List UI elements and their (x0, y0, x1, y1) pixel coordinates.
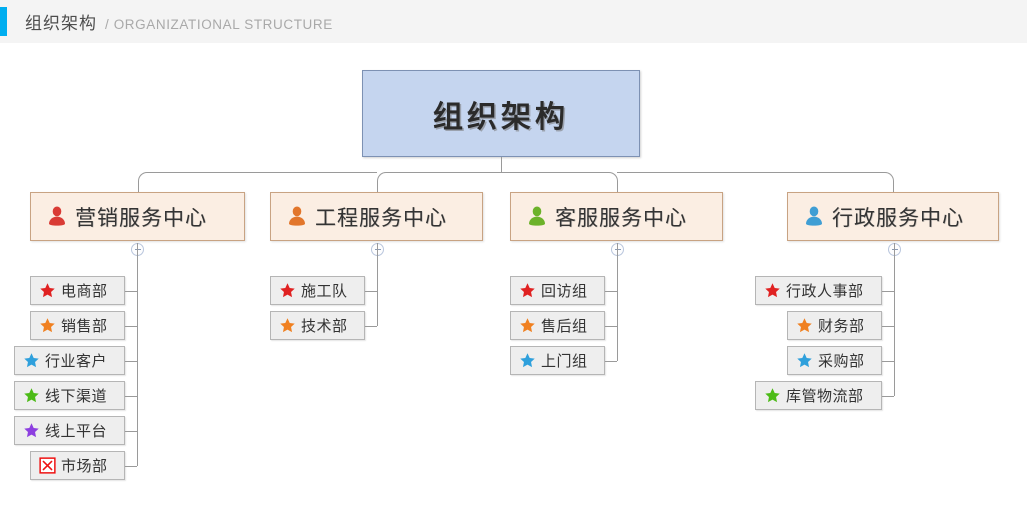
department-node[interactable]: 客服服务中心 (510, 192, 723, 241)
department-node-label: 工程服务中心 (315, 205, 447, 230)
star-icon (280, 318, 295, 333)
connector-line (605, 360, 617, 362)
team-node[interactable]: 库管物流部 (755, 381, 882, 410)
star-icon (24, 388, 39, 403)
team-node[interactable]: 市场部 (30, 451, 125, 480)
connector-line (377, 243, 378, 326)
connector-elbow (884, 172, 894, 193)
connector-line (894, 243, 895, 396)
connector-line (501, 157, 502, 172)
connector-elbow (376, 172, 387, 193)
page-header: 组织架构 / ORGANIZATIONAL STRUCTURE (0, 0, 1027, 43)
star-icon (280, 283, 295, 298)
team-node-label: 采购部 (818, 352, 865, 370)
team-node[interactable]: 行业客户 (14, 346, 125, 375)
department-node[interactable]: 行政服务中心 (787, 192, 999, 241)
team-node-label: 施工队 (301, 282, 348, 300)
star-icon (797, 353, 812, 368)
team-node-label: 市场部 (61, 457, 108, 475)
team-node-label: 行政人事部 (786, 282, 864, 300)
team-node[interactable]: 采购部 (787, 346, 882, 375)
team-node-label: 行业客户 (45, 352, 108, 370)
star-icon (797, 318, 812, 333)
connector-line (882, 395, 894, 397)
person-icon (529, 206, 545, 226)
connector-line (616, 172, 884, 173)
connector-line (125, 325, 137, 327)
team-node-label: 售后组 (541, 317, 588, 335)
department-node-label: 营销服务中心 (75, 205, 207, 230)
star-icon (24, 423, 39, 438)
team-node-label: 线下渠道 (45, 387, 108, 405)
person-icon (806, 206, 822, 226)
department-node[interactable]: 营销服务中心 (30, 192, 245, 241)
org-chart-canvas: 组织架构营销服务中心电商部销售部行业客户线下渠道线上平台市场部 工程服务中心施工队… (0, 43, 1027, 516)
connector-line (125, 395, 137, 397)
star-icon (520, 318, 535, 333)
connector-elbow (607, 172, 618, 193)
team-node[interactable]: 上门组 (510, 346, 605, 375)
accent-bar (0, 7, 7, 36)
team-node[interactable]: 售后组 (510, 311, 605, 340)
team-node-label: 电商部 (61, 282, 108, 300)
star-icon (765, 388, 780, 403)
connector-line (882, 290, 894, 292)
connector-line (137, 243, 138, 466)
page-subtitle: / ORGANIZATIONAL STRUCTURE (105, 17, 333, 32)
team-node[interactable]: 回访组 (510, 276, 605, 305)
team-node[interactable]: 销售部 (30, 311, 125, 340)
page-title: 组织架构 (25, 14, 97, 34)
team-node[interactable]: 线上平台 (14, 416, 125, 445)
x-box-icon (39, 457, 56, 474)
connector-line (882, 360, 894, 362)
star-icon (40, 318, 55, 333)
team-node-label: 技术部 (301, 317, 348, 335)
team-node-label: 上门组 (541, 352, 588, 370)
connector-line (125, 360, 137, 362)
connector-line (146, 172, 377, 173)
star-icon (40, 283, 55, 298)
star-icon (24, 353, 39, 368)
team-node-label: 财务部 (818, 317, 865, 335)
connector-line (617, 243, 618, 361)
connector-line (125, 465, 137, 467)
team-node[interactable]: 线下渠道 (14, 381, 125, 410)
team-node-label: 回访组 (541, 282, 588, 300)
person-icon (289, 206, 305, 226)
connector-line (125, 430, 137, 432)
connector-line (125, 290, 137, 292)
star-icon (520, 353, 535, 368)
team-node[interactable]: 施工队 (270, 276, 365, 305)
connector-line (365, 290, 377, 292)
team-node[interactable]: 技术部 (270, 311, 365, 340)
team-node-label: 销售部 (61, 317, 108, 335)
connector-line (605, 325, 617, 327)
team-node-label: 线上平台 (45, 422, 108, 440)
person-icon (49, 206, 65, 226)
team-node[interactable]: 电商部 (30, 276, 125, 305)
connector-line (385, 172, 608, 173)
department-node-label: 行政服务中心 (832, 205, 964, 230)
connector-line (605, 290, 617, 292)
department-node[interactable]: 工程服务中心 (270, 192, 483, 241)
star-icon (520, 283, 535, 298)
connector-line (882, 325, 894, 327)
team-node[interactable]: 行政人事部 (755, 276, 882, 305)
connector-line (365, 325, 377, 327)
breadcrumb: 组织架构 / ORGANIZATIONAL STRUCTURE (25, 9, 333, 34)
root-node-label: 组织架构 (433, 99, 569, 135)
root-node[interactable]: 组织架构 (362, 70, 640, 157)
connector-elbow (137, 172, 148, 193)
team-node[interactable]: 财务部 (787, 311, 882, 340)
star-icon (765, 283, 780, 298)
team-node-label: 库管物流部 (786, 387, 864, 405)
department-node-label: 客服服务中心 (555, 205, 687, 230)
